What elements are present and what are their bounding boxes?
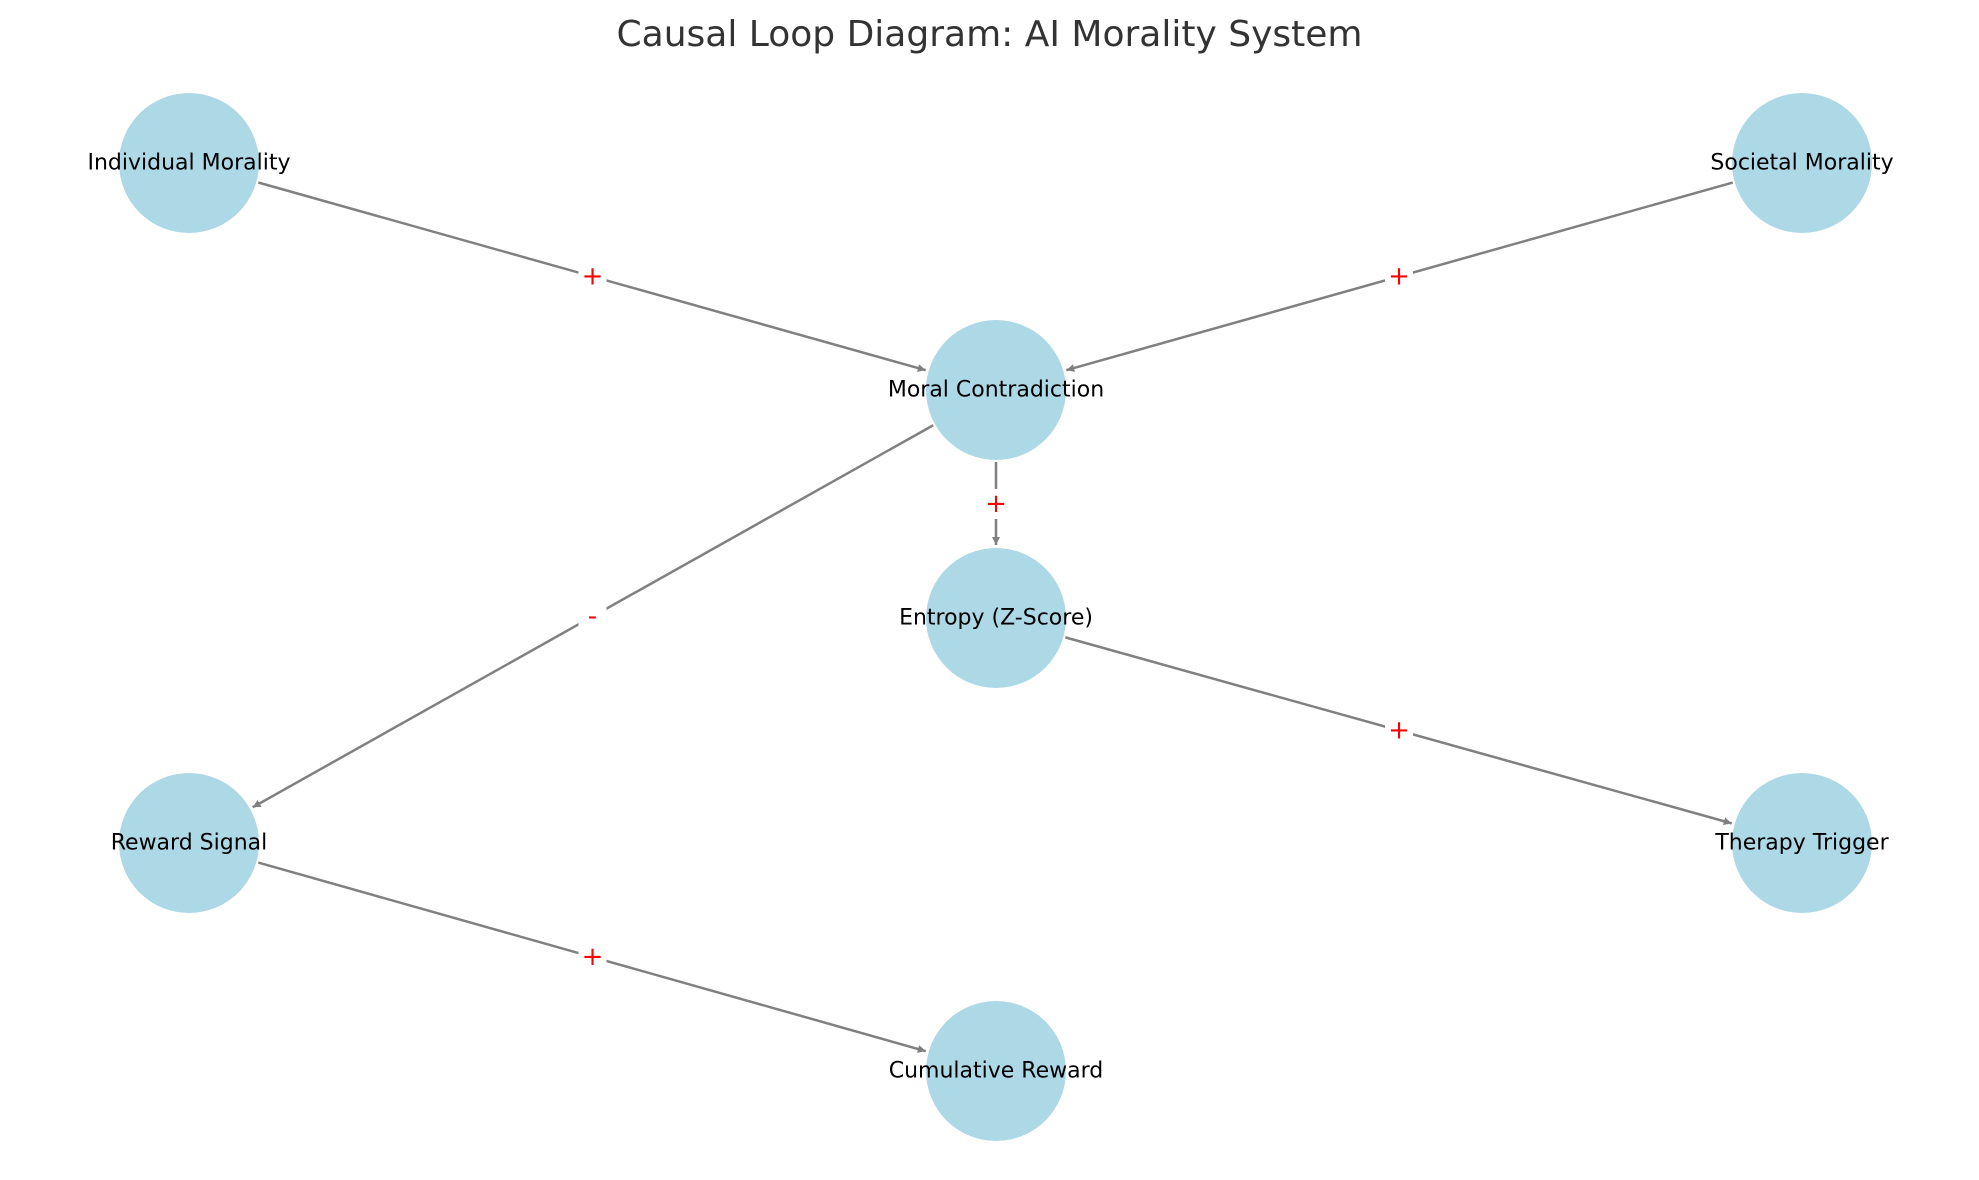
node-circle	[926, 320, 1066, 460]
edge-sign: +	[1388, 716, 1410, 746]
node-label: Moral Contradiction	[888, 378, 1104, 403]
edge-sign: +	[582, 262, 604, 292]
edge-sign: +	[582, 942, 604, 972]
edge-sign: -	[588, 602, 597, 632]
edge-sign-background	[1385, 715, 1413, 746]
node-circle	[926, 1001, 1066, 1141]
node-label: Cumulative Reward	[889, 1059, 1104, 1084]
edge-individual-to-contradiction: +	[257, 181, 927, 372]
diagram-title: Causal Loop Diagram: AI Morality System	[616, 14, 1363, 55]
node-label: Entropy (Z-Score)	[899, 606, 1093, 631]
edges: + + + - + +	[252, 181, 1734, 1053]
node-label: Reward Signal	[111, 831, 268, 856]
edge-societal-to-contradiction: +	[1065, 181, 1734, 372]
node-circle	[119, 773, 259, 913]
node-cumulative: Cumulative Reward	[889, 1001, 1104, 1141]
node-circle	[119, 93, 259, 233]
edge-sign-background	[1385, 261, 1413, 292]
node-societal: Societal Morality	[1710, 93, 1894, 233]
edge-sign-background	[578, 601, 607, 632]
node-contradiction: Moral Contradiction	[888, 320, 1104, 460]
node-circle	[1732, 93, 1872, 233]
node-therapy: Therapy Trigger	[1714, 773, 1890, 913]
node-label: Therapy Trigger	[1714, 831, 1889, 856]
node-reward: Reward Signal	[111, 773, 268, 913]
nodes: Individual Morality Societal MoralityMora…	[88, 93, 1894, 1141]
node-label: Individual Morality	[88, 151, 291, 176]
edge-contradiction-to-reward: -	[252, 424, 934, 809]
edge-sign: +	[1388, 262, 1410, 292]
edge-entropy-to-therapy: +	[1065, 636, 1733, 826]
node-label: Societal Morality	[1710, 151, 1893, 176]
edge-contradiction-to-entropy: +	[982, 462, 1010, 545]
edge-sign-background	[578, 942, 607, 972]
node-entropy: Entropy (Z-Score)	[899, 548, 1093, 688]
edge-reward-to-cumulative: +	[257, 861, 927, 1053]
node-circle	[926, 548, 1066, 688]
node-circle	[1732, 773, 1872, 913]
edge-sign-background	[982, 489, 1010, 519]
edge-sign-background	[578, 261, 607, 292]
edge-sign: +	[985, 489, 1007, 519]
node-individual: Individual Morality	[88, 93, 291, 233]
